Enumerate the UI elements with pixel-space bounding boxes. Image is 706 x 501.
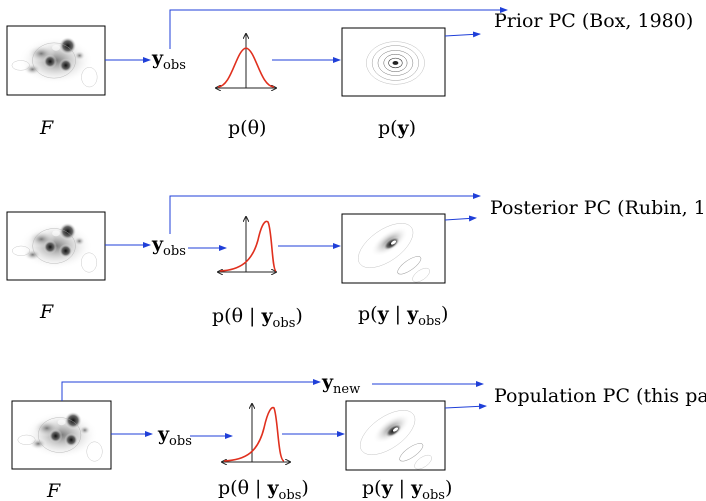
posterior-density-icon <box>218 217 276 272</box>
yobs-label: yobs <box>151 233 186 259</box>
p-y-given-yobs-label: p(y | yobs) <box>358 303 448 329</box>
p-theta-given-yobs-label: p(θ | yobs) <box>212 305 303 331</box>
output-label-population: Population PC (this paper) <box>494 385 706 407</box>
F-label: F <box>46 480 61 501</box>
output-label-prior: Prior PC (Box, 1980) <box>494 10 693 32</box>
row-posterior: F yobs p(θ | yobs) p(y | yobs) Posterior… <box>6 193 706 331</box>
arrow-yobs-to-output <box>169 9 507 49</box>
p-y-label: p(y) <box>378 117 416 139</box>
arrow-yobs-to-output <box>169 195 480 234</box>
ynew-label: ynew <box>321 371 360 397</box>
output-label-posterior: Posterior PC (Rubin, 1984) <box>490 197 706 219</box>
p-y-given-yobs-label: p(y | yobs) <box>362 477 452 501</box>
arrow-py-to-output <box>444 403 487 410</box>
arrow-py-to-output <box>444 215 477 222</box>
arrow-F-to-ynew <box>61 381 320 401</box>
p-theta-given-yobs-label: p(θ | yobs) <box>218 477 309 501</box>
row-population: F ynew yobs p(θ | yobs) p(y | yobs) Popu… <box>11 371 706 501</box>
arrow-py-to-output <box>444 31 481 38</box>
yobs-label: yobs <box>157 423 192 449</box>
F-label: F <box>39 117 54 139</box>
yobs-label: yobs <box>151 47 186 73</box>
prior-density-icon <box>216 34 276 88</box>
posterior-density-icon <box>222 404 290 462</box>
p-theta-label: p(θ) <box>228 117 266 139</box>
row-prior: F yobs p(θ) p(y) Prior PC (Box, 1980) <box>6 7 693 139</box>
F-label: F <box>39 301 54 323</box>
